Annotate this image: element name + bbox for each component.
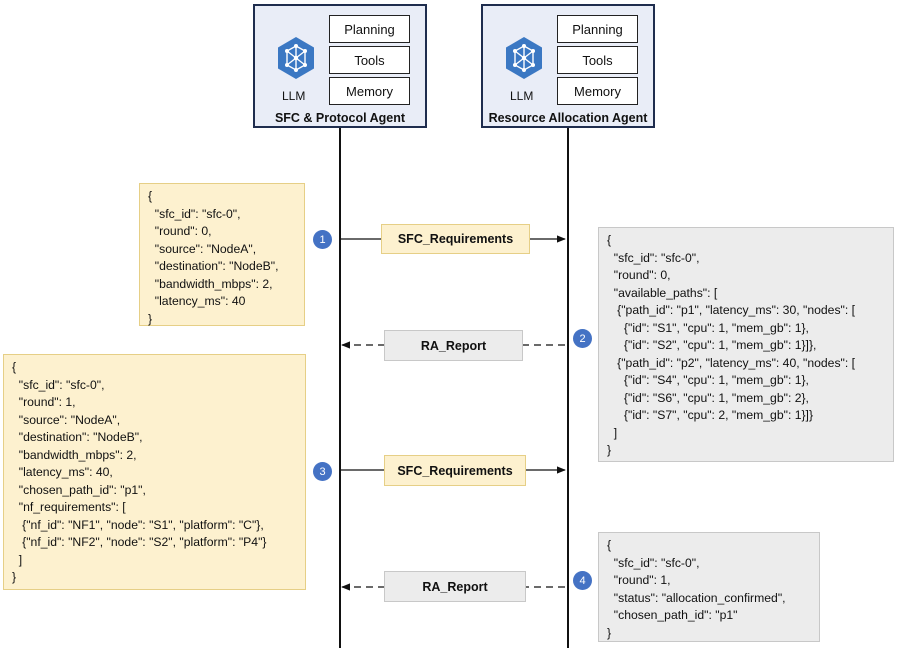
llm-network-icon — [277, 36, 315, 80]
step-badge-2: 2 — [573, 329, 592, 348]
payload-sfc-requirements-round-0: { "sfc_id": "sfc-0", "round": 0, "source… — [139, 183, 305, 326]
agent-name: Resource Allocation Agent — [488, 111, 648, 125]
agent-resource-allocation: LLM Planning Tools Memory Resource Alloc… — [481, 4, 655, 128]
capability-tools: Tools — [329, 46, 410, 74]
message-label-2: RA_Report — [384, 330, 523, 361]
capability-planning: Planning — [329, 15, 410, 43]
capability-planning: Planning — [557, 15, 638, 43]
agent-sfc-protocol: LLM Planning Tools Memory SFC & Protocol… — [253, 4, 427, 128]
message-label-3: SFC_Requirements — [384, 455, 526, 486]
message-label-1: SFC_Requirements — [381, 224, 530, 254]
lifeline-resource-allocation — [567, 128, 569, 648]
agent-name: SFC & Protocol Agent — [274, 111, 406, 125]
capability-memory: Memory — [329, 77, 410, 105]
llm-network-icon — [505, 36, 543, 80]
payload-ra-report-round-1: { "sfc_id": "sfc-0", "round": 1, "status… — [598, 532, 820, 642]
llm-label: LLM — [282, 89, 306, 103]
step-badge-4: 4 — [573, 571, 592, 590]
capability-tools: Tools — [557, 46, 638, 74]
lifeline-sfc-protocol — [339, 128, 341, 648]
payload-sfc-requirements-round-1: { "sfc_id": "sfc-0", "round": 1, "source… — [3, 354, 306, 590]
message-label-4: RA_Report — [384, 571, 526, 602]
step-badge-1: 1 — [313, 230, 332, 249]
payload-ra-report-round-0: { "sfc_id": "sfc-0", "round": 0, "availa… — [598, 227, 894, 462]
capability-memory: Memory — [557, 77, 638, 105]
llm-label: LLM — [510, 89, 534, 103]
step-badge-3: 3 — [313, 462, 332, 481]
